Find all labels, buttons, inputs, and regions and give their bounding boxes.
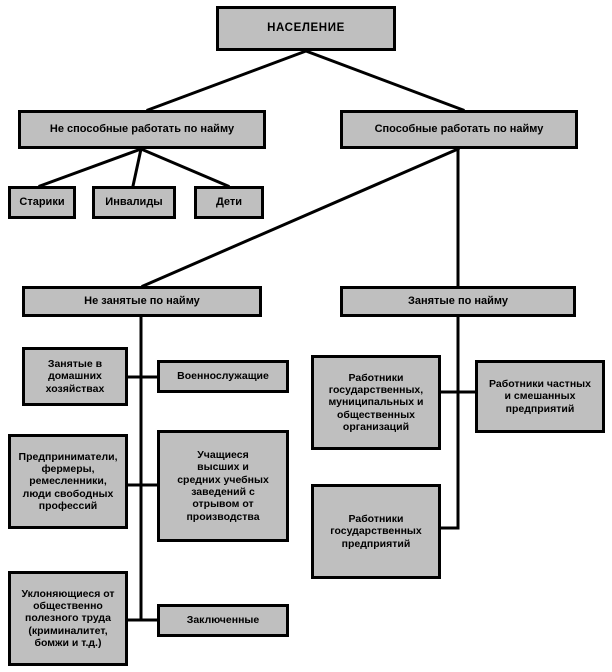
node-state-enterprise-workers-label: Работники государственных предприятий [330, 512, 422, 550]
node-root-label: НАСЕЛЕНИЕ [267, 21, 345, 34]
node-entrepreneurs[interactable]: Предприниматели, фермеры, ремесленники, … [8, 434, 128, 529]
node-elderly[interactable]: Старики [8, 186, 76, 219]
edge-notable-to-children [139, 147, 230, 188]
edge-root-to-able [304, 49, 465, 112]
node-military[interactable]: Военнослужащие [157, 360, 289, 393]
node-entrepreneurs-label: Предприниматели, фермеры, ремесленники, … [18, 450, 118, 513]
node-state-org-workers[interactable]: Работники государственных, муниципальных… [311, 355, 441, 450]
node-not-employed[interactable]: Не занятые по найму [22, 286, 262, 317]
node-not-able-to-work-label: Не способные работать по найму [49, 123, 235, 136]
node-children-label: Дети [215, 196, 243, 209]
node-employed-label: Занятые по найму [407, 295, 509, 308]
node-students-label: Учащиеся высших и средних учебных заведе… [177, 448, 269, 523]
node-private-workers-label: Работники частных и смешанных предприяти… [489, 377, 591, 415]
node-not-employed-label: Не занятые по найму [84, 295, 200, 308]
node-avoiding-work[interactable]: Уклоняющиеся от общественно полезного тр… [8, 571, 128, 666]
node-household-label: Занятые в домашних хозяйствах [45, 357, 105, 395]
node-private-workers[interactable]: Работники частных и смешанных предприяти… [475, 360, 605, 433]
node-prisoners[interactable]: Заключенные [157, 604, 289, 637]
node-students[interactable]: Учащиеся высших и средних учебных заведе… [157, 430, 289, 542]
node-disabled-label: Инвалиды [105, 196, 163, 209]
edge-notable-to-elderly [38, 147, 143, 188]
edge-notable-to-disabled [131, 147, 143, 188]
node-state-enterprise-workers[interactable]: Работники государственных предприятий [311, 484, 441, 579]
node-able-to-work[interactable]: Способные работать по найму [340, 110, 578, 149]
node-state-org-workers-label: Работники государственных, муниципальных… [328, 371, 424, 434]
edge-able-to-not-employed [141, 147, 460, 288]
node-employed[interactable]: Занятые по найму [340, 286, 576, 317]
edge-root-to-not-able [146, 49, 308, 112]
node-elderly-label: Старики [19, 196, 65, 209]
node-military-label: Военнослужащие [177, 370, 269, 383]
node-root[interactable]: НАСЕЛЕНИЕ [216, 6, 396, 51]
node-prisoners-label: Заключенные [186, 614, 260, 627]
node-household[interactable]: Занятые в домашних хозяйствах [22, 347, 128, 406]
node-not-able-to-work[interactable]: Не способные работать по найму [18, 110, 266, 149]
node-avoiding-work-label: Уклоняющиеся от общественно полезного тр… [21, 587, 115, 650]
node-able-to-work-label: Способные работать по найму [374, 123, 544, 136]
node-children[interactable]: Дети [194, 186, 264, 219]
node-disabled[interactable]: Инвалиды [92, 186, 176, 219]
